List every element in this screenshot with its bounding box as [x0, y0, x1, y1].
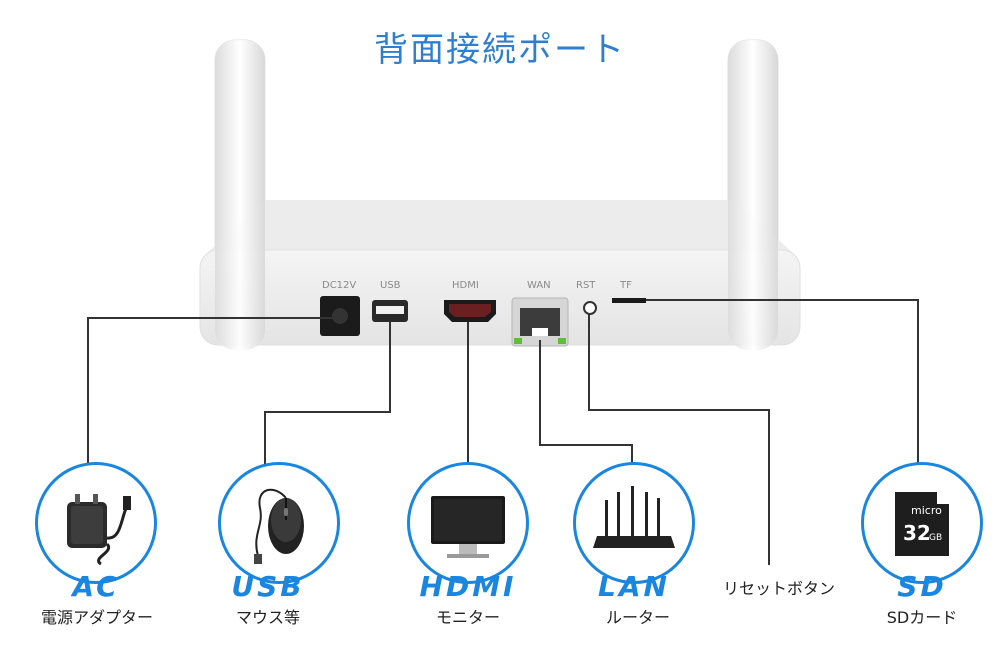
- port-label-rst: RST: [576, 280, 596, 291]
- line-usb: [264, 322, 391, 470]
- tf-slot: [612, 298, 646, 303]
- sd-circle: micro 32 GB: [861, 462, 983, 584]
- usb-circle: [218, 462, 340, 584]
- port-label-dc: DC12V: [322, 280, 356, 291]
- device-body: [199, 249, 801, 346]
- reset-caption: リセットボタン: [723, 579, 836, 598]
- label-ac: AC: [72, 570, 120, 603]
- power-adapter-icon: [67, 494, 131, 566]
- caption-ac: 電源アダプター: [40, 608, 153, 627]
- caption-sd: SDカード: [886, 608, 958, 627]
- mouse-icon: [254, 488, 304, 564]
- label-sd: SD: [897, 570, 947, 603]
- label-usb: USB: [231, 570, 305, 603]
- router-icon: [593, 486, 675, 548]
- label-hdmi: HDMI: [419, 570, 517, 603]
- line-sd: [646, 299, 919, 470]
- page-title: 背面接続ポート: [374, 30, 626, 70]
- port-label-usb: USB: [380, 280, 401, 291]
- port-label-wan: WAN: [527, 280, 551, 291]
- lan-circle: [573, 462, 695, 584]
- sd-brand: micro: [911, 504, 942, 517]
- line-lan: [539, 340, 633, 470]
- port-label-hdmi: HDMI: [452, 280, 479, 291]
- caption-usb: マウス等: [235, 608, 300, 627]
- device-top: [205, 200, 795, 255]
- hdmi-circle: [407, 462, 529, 584]
- reset-hole: [583, 301, 597, 315]
- line-ac: [87, 317, 340, 485]
- sd-card-icon: micro 32 GB: [895, 492, 949, 556]
- label-lan: LAN: [598, 570, 670, 603]
- monitor-icon: [431, 496, 505, 558]
- line-reset: [588, 314, 770, 565]
- port-label-tf: TF: [619, 280, 632, 291]
- ac-circle: [35, 462, 157, 584]
- caption-hdmi: モニター: [435, 608, 500, 627]
- sd-unit: GB: [929, 533, 942, 543]
- sd-capacity: 32: [903, 521, 931, 545]
- caption-lan: ルーター: [605, 608, 670, 627]
